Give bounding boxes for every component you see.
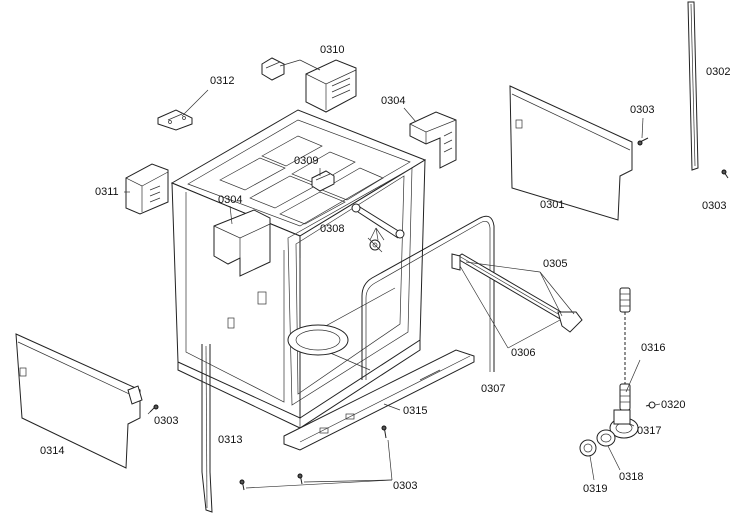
label-0303-top: 0303 [630,104,655,116]
label-0317: 0317 [637,425,662,437]
spray-arm-mechanism-0308 [351,203,405,253]
label-0312: 0312 [210,75,235,87]
screw-0320 [645,401,656,409]
label-0303-right: 0303 [702,200,727,212]
label-0303-bottom: 0303 [393,480,418,492]
label-0314: 0314 [40,445,65,457]
label-0320: 0320 [661,399,686,411]
label-0304-mid: 0304 [218,194,243,206]
label-0306: 0306 [511,347,536,359]
label-0302: 0302 [706,66,731,78]
valve-0317 [609,409,639,439]
trim-strip-0302 [687,1,699,171]
label-0319: 0319 [583,483,608,495]
label-0318: 0318 [619,471,644,483]
hinge-block-0311 [125,163,169,215]
label-0310: 0310 [320,44,345,56]
label-0313: 0313 [218,434,243,446]
clip-0310-left [261,57,285,81]
label-0307: 0307 [481,383,506,395]
door-gasket-0307 [361,215,495,380]
bracket-0312 [157,109,193,131]
label-0311: 0311 [95,186,119,198]
label-0315: 0315 [403,405,428,417]
screw-0303-bottom-b [297,473,303,485]
hinge-assembly-0310 [305,59,357,113]
label-0305: 0305 [543,258,568,270]
screw-0303-bottom-c [239,479,245,491]
screw-0303-right [721,169,729,179]
rail-0305 [451,253,583,333]
washer-0319 [579,439,597,457]
bracket-0304-left [213,209,271,277]
screw-0303-bottom-a [381,425,387,439]
label-0308: 0308 [320,223,345,235]
base-bracket-0315 [283,349,475,451]
gasket-strip-0313 [201,344,213,513]
label-0304-top: 0304 [381,95,406,107]
ring-0318 [596,429,616,447]
hose-0316 [619,287,631,411]
bracket-0309 [311,170,335,192]
label-0301: 0301 [540,199,565,211]
bracket-0304-top [409,111,457,169]
leader-lines [124,59,661,489]
label-0309: 0309 [294,155,319,167]
screw-0303-right-top [637,137,649,146]
label-0303-left: 0303 [154,415,179,427]
door-panel-0314 [15,333,143,469]
label-0316: 0316 [641,342,666,354]
side-panel-0301 [509,85,633,221]
screw-0303-left [149,404,159,413]
